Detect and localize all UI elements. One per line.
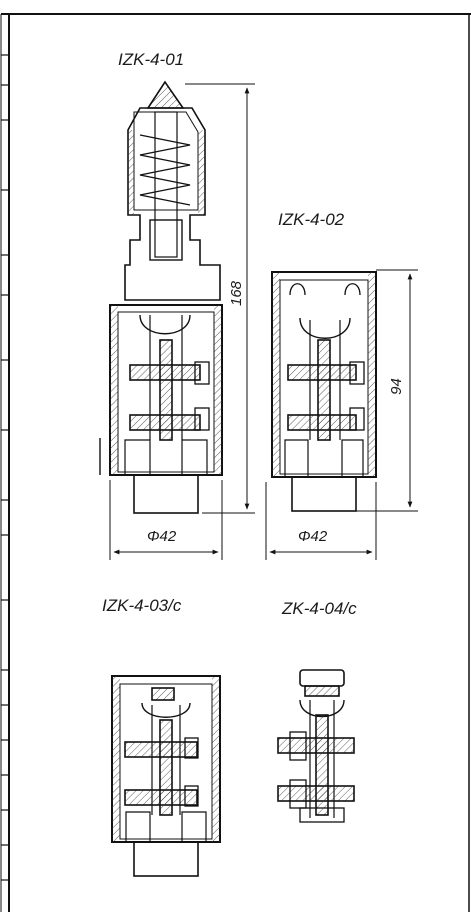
device-izk-4-01 bbox=[99, 80, 223, 514]
dimension-diameter-izk-4-02: Φ42 bbox=[298, 528, 328, 545]
label-izk-4-02: IZK-4-02 bbox=[278, 210, 345, 229]
drawing-frame bbox=[0, 13, 471, 912]
device-zk-4-04c bbox=[277, 669, 355, 823]
label-izk-4-03c: IZK-4-03/c bbox=[102, 596, 182, 615]
title-block-ticks bbox=[1, 54, 9, 881]
dimension-lines-izk-4-02 bbox=[265, 269, 418, 560]
label-izk-4-01: IZK-4-01 bbox=[118, 50, 185, 69]
dimension-diameter-izk-4-01: Φ42 bbox=[147, 528, 177, 545]
device-izk-4-02 bbox=[271, 271, 377, 512]
device-izk-4-03c bbox=[111, 675, 221, 877]
dimension-lines-izk-4-01 bbox=[109, 83, 255, 560]
label-zk-4-04c: ZK-4-04/c bbox=[282, 599, 357, 618]
dimension-height-izk-4-01: 168 bbox=[228, 280, 246, 307]
dimension-height-izk-4-02: 94 bbox=[387, 378, 405, 395]
